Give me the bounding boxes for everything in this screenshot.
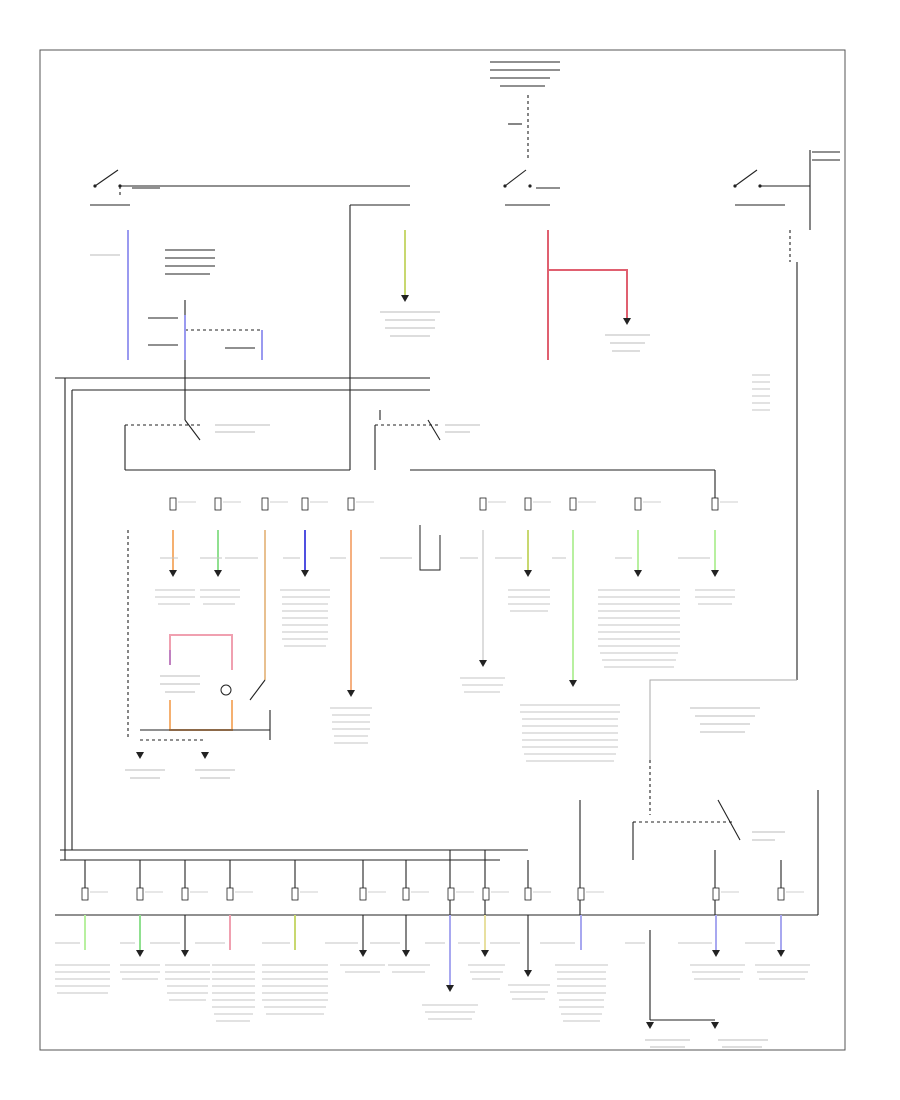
wire-red-branch	[548, 269, 628, 318]
arrows-lower	[136, 950, 785, 977]
top-power-source	[490, 61, 560, 160]
fuse-row-lower	[81, 887, 785, 901]
right-ground-2	[711, 1022, 768, 1048]
arrow-yellow-green	[401, 295, 409, 302]
wire-right-feed-turn	[649, 679, 797, 760]
fuse-row-upper	[169, 497, 719, 511]
relay-lower-right	[579, 790, 819, 915]
right-ground-1	[645, 1022, 690, 1048]
module-left-loop	[127, 530, 271, 741]
arrow-red-branch	[623, 318, 631, 325]
diagram-frame	[39, 49, 846, 1051]
wire-color-tags	[55, 557, 775, 944]
bus-drops	[84, 860, 782, 888]
left-ground-1	[125, 752, 165, 779]
dest-blocks-lower	[55, 964, 810, 1022]
relay-mid-left	[124, 419, 350, 471]
fuse-captions	[90, 501, 804, 893]
switch-center	[503, 169, 560, 206]
label-red-dest	[605, 334, 650, 352]
switch-right	[733, 150, 840, 262]
switch-left	[90, 169, 410, 206]
dest-blocks-upper	[155, 374, 770, 762]
label-yellow-green-dest	[380, 311, 440, 337]
bracket-mid	[419, 525, 441, 571]
relay-upper-center	[374, 410, 716, 500]
relay-upper-left	[148, 249, 263, 420]
left-ground-2	[195, 752, 235, 779]
lower-right-power-source	[649, 707, 760, 815]
